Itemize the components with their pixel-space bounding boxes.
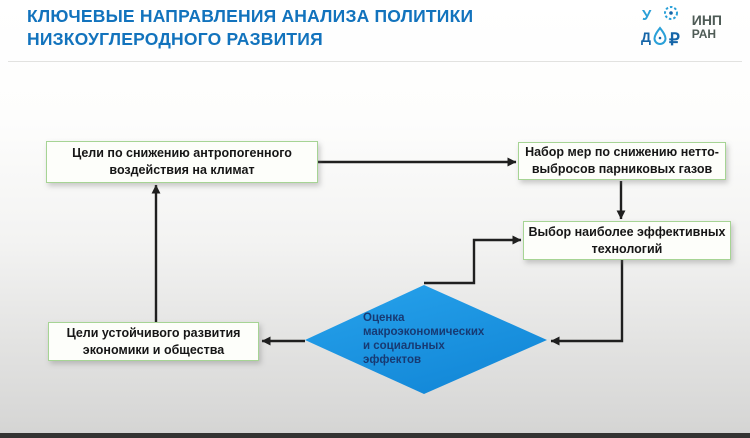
node-climate-impact-goals-line2: воздействия на климат [109, 163, 255, 177]
node-climate-impact-goals-line1: Цели по снижению антропогенного [72, 146, 292, 160]
header-divider [8, 61, 742, 62]
logo-org-line2: РАН [691, 27, 717, 42]
node-effective-technologies-line1: Выбор наиболее эффективных [528, 224, 726, 239]
node-effective-technologies-line2: технологий [591, 241, 663, 256]
node-net-emission-measures-line2: выбросов парниковых газов [531, 162, 713, 176]
node-net-emission-measures-line1: Набор мер по снижению нетто- [525, 145, 719, 159]
node-net-emission-measures: Набор мер по снижению нетто- выбросов па… [518, 142, 726, 180]
node-sustainable-development-goals-line2: экономики и общества [82, 342, 225, 357]
arrow-assessment-to-technologies [424, 235, 522, 285]
svg-text:У: У [642, 7, 652, 24]
video-bottom-bar [0, 433, 750, 438]
diamond-label-line4: эффектов [363, 354, 422, 366]
diamond-effects-assessment-label: Оценка макроэкономических и социальных э… [363, 311, 523, 367]
diamond-label-line2: макроэкономических [363, 326, 485, 338]
diamond-label-line3: и социальных [363, 340, 445, 352]
diamond-label-line1: Оценка [363, 312, 405, 324]
inp-ran-logo-text: ИНП РАН [692, 13, 722, 40]
page-title-line1: КЛЮЧЕВЫЕ НАПРАВЛЕНИЯ АНАЛИЗА ПОЛИТИКИ [27, 6, 474, 26]
node-sustainable-development-goals: Цели устойчивого развития экономики и об… [48, 322, 259, 361]
node-sustainable-development-goals-line1: Цели устойчивого развития [66, 325, 241, 340]
inp-ran-logo: У Д ₽ ИНП РАН [640, 4, 722, 50]
diamond-effects-assessment [305, 285, 547, 394]
page-title: КЛЮЧЕВЫЕ НАПРАВЛЕНИЯ АНАЛИЗА ПОЛИТИКИ НИ… [27, 5, 587, 51]
svg-text:₽: ₽ [669, 30, 680, 49]
logo-org-line1: ИНП [691, 12, 722, 29]
node-effective-technologies: Выбор наиболее эффективных технологий [523, 221, 731, 260]
svg-text:Д: Д [641, 29, 651, 45]
page-title-line2: НИЗКОУГЛЕРОДНОГО РАЗВИТИЯ [27, 29, 323, 49]
node-climate-impact-goals: Цели по снижению антропогенного воздейст… [46, 141, 318, 183]
arrow-technologies-to-assessment [550, 260, 624, 346]
inp-ran-logo-icon: У Д ₽ [641, 6, 680, 49]
